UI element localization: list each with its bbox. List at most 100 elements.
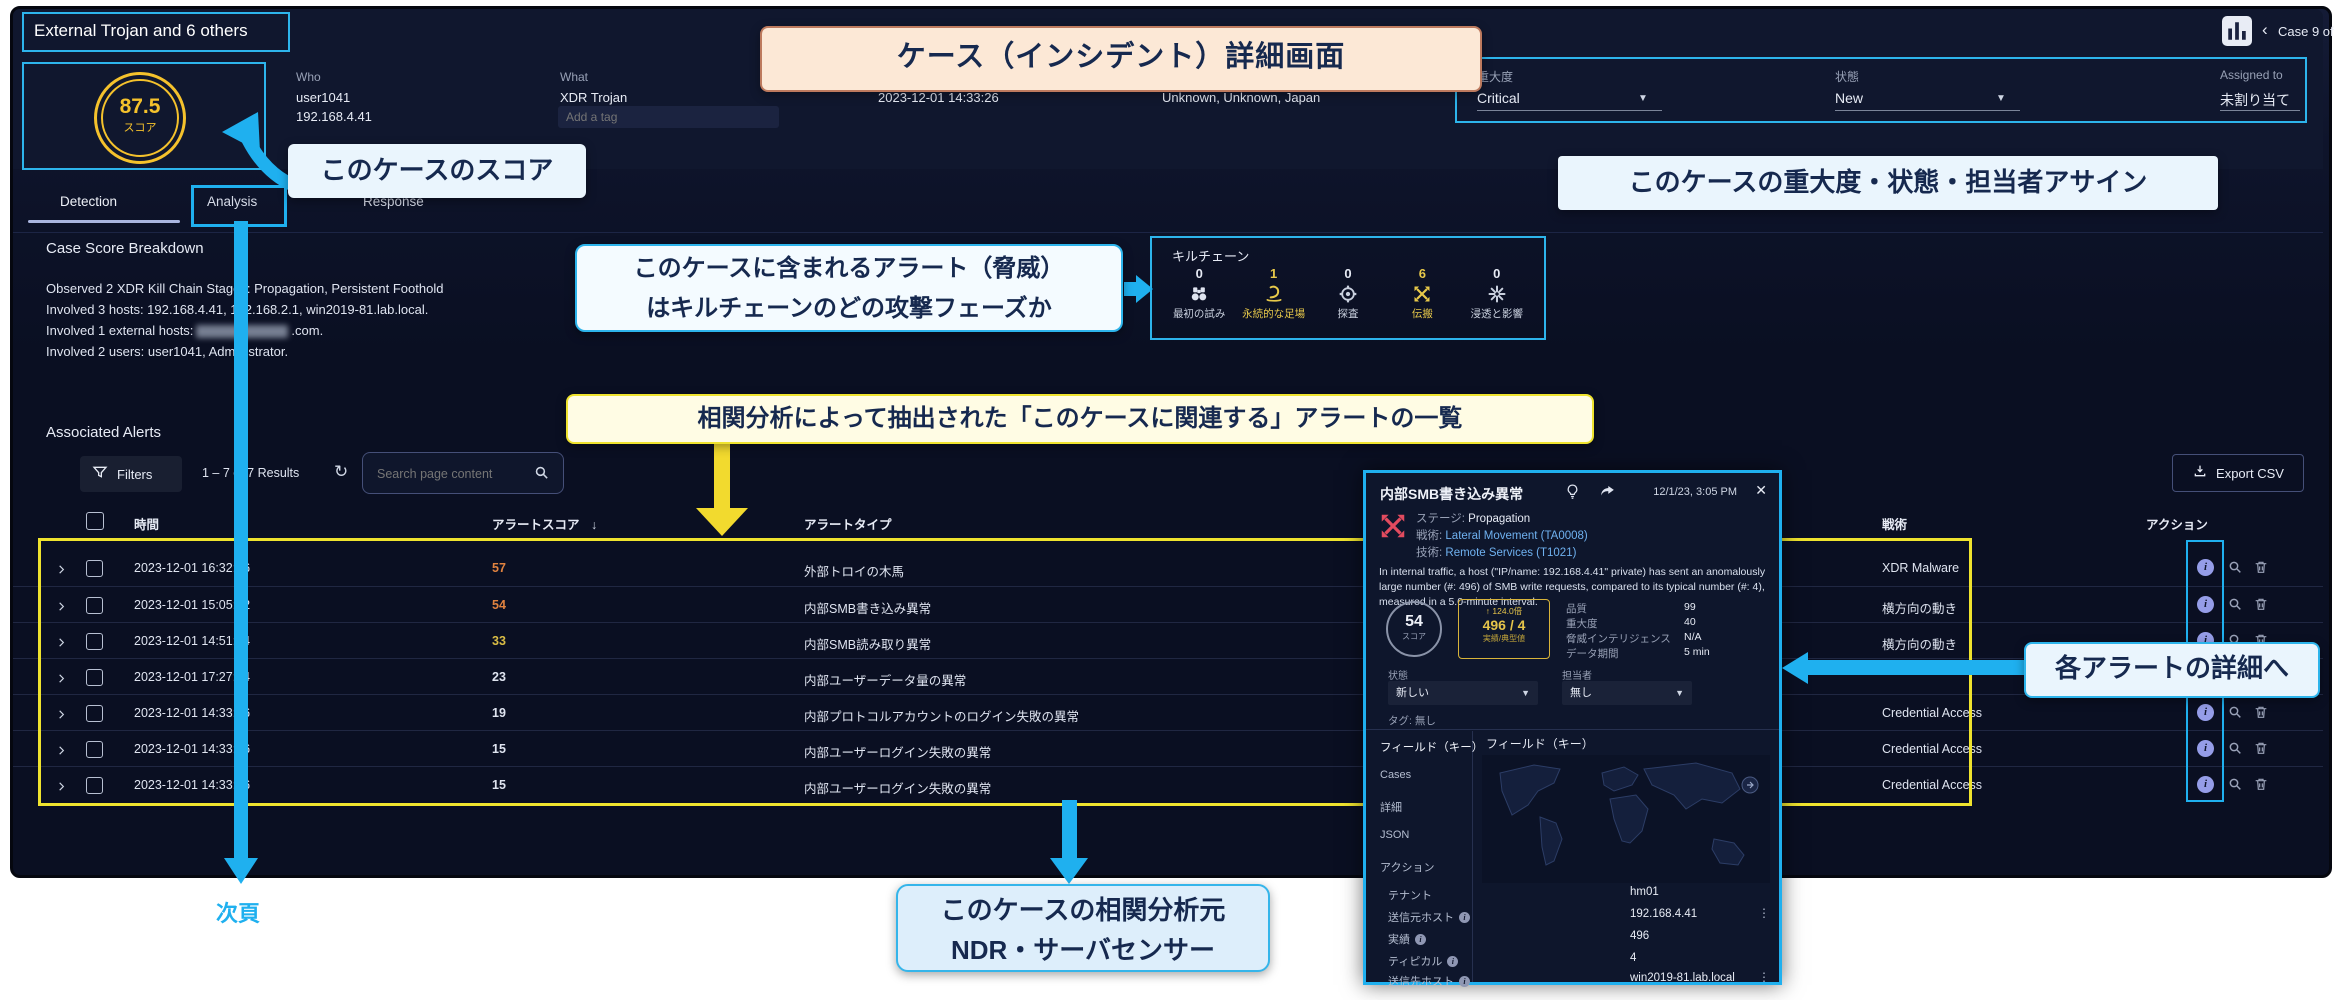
row-expand-chevron-icon[interactable] xyxy=(56,671,67,689)
severity-value[interactable]: Critical xyxy=(1477,90,1520,106)
field-menu-icon[interactable]: ⋮ xyxy=(1758,970,1770,984)
panel-nav-json[interactable]: JSON xyxy=(1380,829,1410,841)
close-icon[interactable]: ✕ xyxy=(1755,482,1767,498)
panel-nav-cases[interactable]: Cases xyxy=(1380,769,1412,781)
panel-nav-fields[interactable]: フィールド（キー） xyxy=(1380,742,1484,754)
panel-status-value: 新しい xyxy=(1396,687,1429,699)
panel-fields-heading: フィールド（キー） xyxy=(1486,737,1594,751)
who-ip: 192.168.4.41 xyxy=(296,109,372,124)
alert-delete-icon[interactable] xyxy=(2253,596,2269,617)
add-tag-input[interactable] xyxy=(558,106,779,128)
field-info-icon[interactable]: i xyxy=(1447,956,1459,967)
row-checkbox[interactable] xyxy=(86,669,103,686)
alert-delete-icon[interactable] xyxy=(2253,559,2269,580)
prev-case-chevron-icon[interactable]: ‹ xyxy=(2262,20,2268,39)
row-expand-chevron-icon[interactable] xyxy=(56,743,67,761)
alert-delete-icon[interactable] xyxy=(2253,776,2269,797)
stage-count: 0 xyxy=(1195,266,1203,281)
technique-link[interactable]: Remote Services (T1021) xyxy=(1445,547,1577,559)
lightbulb-icon[interactable] xyxy=(1564,483,1581,505)
field-info-icon[interactable]: i xyxy=(1415,934,1426,945)
alert-search-icon[interactable] xyxy=(2227,596,2243,617)
alert-search-icon[interactable] xyxy=(2227,559,2243,580)
column-header-type[interactable]: アラートタイプ xyxy=(804,518,892,532)
alert-search-icon[interactable] xyxy=(2227,740,2243,761)
alert-info-icon[interactable]: i xyxy=(2197,704,2214,721)
search-icon[interactable] xyxy=(533,464,550,486)
select-all-checkbox[interactable] xyxy=(86,512,104,530)
stage-count: 1 xyxy=(1269,266,1278,281)
column-header-actions: アクション xyxy=(2146,518,2208,532)
source-arrow-head xyxy=(1050,858,1088,884)
alert-info-icon[interactable]: i xyxy=(2197,740,2214,757)
alert-info-icon[interactable]: i xyxy=(2197,559,2214,576)
alert-info-icon[interactable]: i xyxy=(2197,776,2214,793)
panel-assignee-select[interactable]: 無し▼ xyxy=(1562,681,1692,705)
filters-button[interactable]: Filters xyxy=(80,456,182,492)
search-input[interactable] xyxy=(375,459,529,489)
panel-nav-actions[interactable]: アクション xyxy=(1380,862,1435,874)
alert-time: 2023-12-01 16:32:26 xyxy=(134,561,251,575)
row-expand-chevron-icon[interactable] xyxy=(56,779,67,797)
column-header-time[interactable]: 時間 xyxy=(134,518,160,532)
alert-score: 15 xyxy=(492,778,506,792)
assigned-value[interactable]: 未割り当て xyxy=(2220,92,2290,108)
who-user: user1041 xyxy=(296,90,351,105)
row-checkbox[interactable] xyxy=(86,777,103,794)
who-label: Who xyxy=(296,70,321,84)
field-menu-icon[interactable]: ⋮ xyxy=(1758,906,1770,920)
results-count: 1 – 7 of 7 Results xyxy=(202,466,300,480)
row-checkbox[interactable] xyxy=(86,741,103,758)
metric-label: 重大度 xyxy=(1566,618,1598,630)
tab-analysis[interactable]: Analysis xyxy=(207,194,258,209)
status-caret-icon[interactable]: ▼ xyxy=(1996,93,2006,104)
download-icon xyxy=(2192,463,2208,484)
alert-row: 2023-12-01 14:33:26 15 内部ユーザーログイン失敗の異常 C… xyxy=(13,730,2323,767)
share-icon[interactable] xyxy=(1598,482,1617,506)
analysis-arrow-line xyxy=(234,221,248,858)
field-value: 496 xyxy=(1630,930,1650,942)
export-csv-button[interactable]: Export CSV xyxy=(2172,454,2304,492)
breakdown-heading: Case Score Breakdown xyxy=(46,240,204,257)
tab-detection[interactable]: Detection xyxy=(60,194,118,209)
panel-nav-details[interactable]: 詳細 xyxy=(1380,802,1402,814)
alert-score: 33 xyxy=(492,634,506,648)
alert-tactic: Credential Access xyxy=(1882,742,1983,756)
sort-descending-icon[interactable]: ↓ xyxy=(591,518,598,532)
status-value[interactable]: New xyxy=(1835,90,1864,106)
field-value: 192.168.4.41 xyxy=(1630,908,1698,920)
severity-label: 重大度 xyxy=(1477,70,1514,84)
alert-info-icon[interactable]: i xyxy=(2197,596,2214,613)
alert-delete-icon[interactable] xyxy=(2253,740,2269,761)
tactic-link[interactable]: Lateral Movement (TA0008) xyxy=(1445,530,1588,542)
row-expand-chevron-icon[interactable] xyxy=(56,635,67,653)
column-header-tactic[interactable]: 戦術 xyxy=(1882,518,1908,532)
alert-time: 2023-12-01 14:51:04 xyxy=(134,634,251,648)
row-checkbox[interactable] xyxy=(86,597,103,614)
field-info-icon[interactable]: i xyxy=(1459,976,1470,987)
alert-type: 内部ユーザーログイン失敗の異常 xyxy=(804,782,992,796)
field-label-text: 実績 xyxy=(1388,934,1410,946)
row-expand-chevron-icon[interactable] xyxy=(56,599,67,617)
ratio-values: 496 / 4 xyxy=(1482,617,1526,633)
row-checkbox[interactable] xyxy=(86,633,103,650)
refresh-icon[interactable]: ↻ xyxy=(334,462,349,481)
row-checkbox[interactable] xyxy=(86,560,103,577)
alert-delete-icon[interactable] xyxy=(2253,704,2269,725)
row-checkbox[interactable] xyxy=(86,705,103,722)
row-expand-chevron-icon[interactable] xyxy=(56,707,67,725)
severity-caret-icon[interactable]: ▼ xyxy=(1638,93,1648,104)
chart-view-button[interactable] xyxy=(2222,16,2252,46)
alert-search-icon[interactable] xyxy=(2227,776,2243,797)
killchain-stage-exploration: 0 探査 xyxy=(1311,266,1385,320)
what-label: What xyxy=(560,70,589,84)
stage-label: 最初の試み xyxy=(1172,308,1226,320)
field-info-icon[interactable]: i xyxy=(1459,912,1470,923)
panel-status-select[interactable]: 新しい▼ xyxy=(1388,681,1538,705)
column-header-score[interactable]: アラートスコア ↓ xyxy=(492,514,597,533)
alert-search-icon[interactable] xyxy=(2227,704,2243,725)
row-expand-chevron-icon[interactable] xyxy=(56,562,67,580)
search-box[interactable] xyxy=(362,452,564,494)
